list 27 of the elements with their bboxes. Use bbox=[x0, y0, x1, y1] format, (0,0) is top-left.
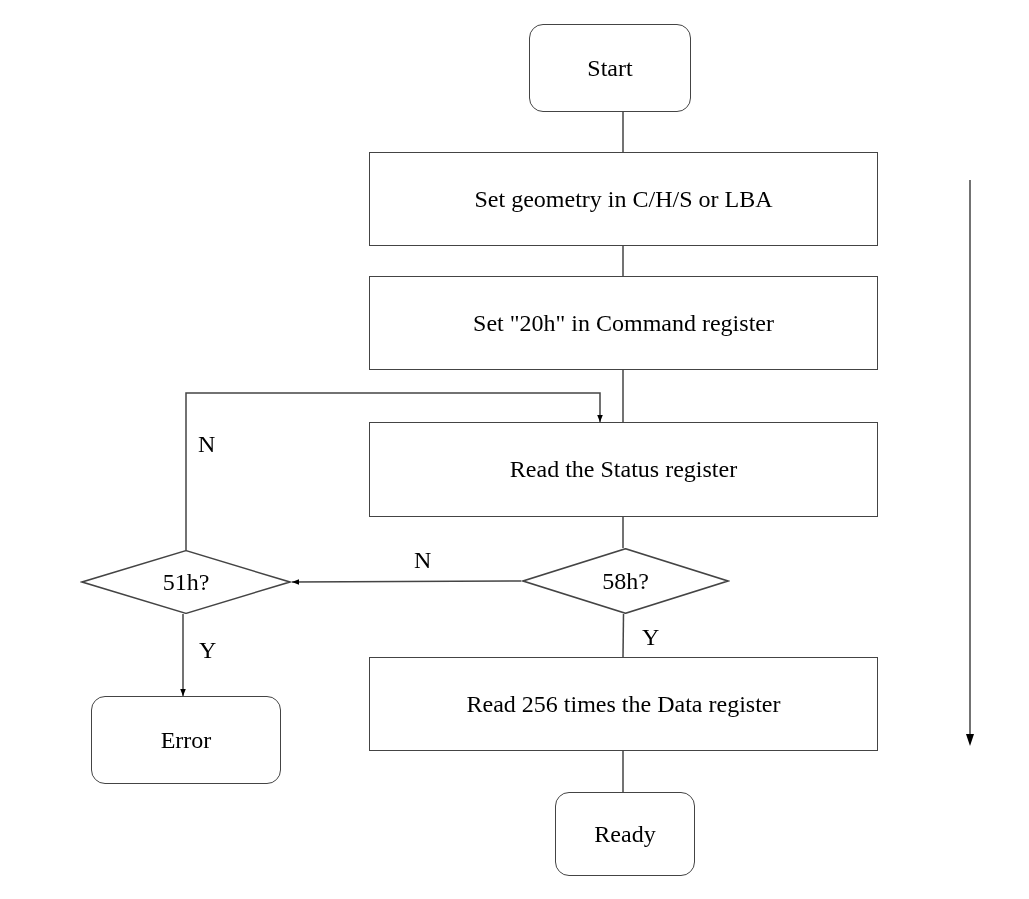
decision-diamond bbox=[521, 548, 730, 614]
process-box bbox=[369, 657, 878, 751]
connector-line bbox=[622, 516, 624, 549]
process-box bbox=[369, 276, 878, 370]
node-text: Set "20h" in Command register bbox=[473, 309, 774, 337]
arrow bbox=[180, 613, 186, 697]
connector-line bbox=[622, 369, 624, 423]
node-text: Set geometry in C/H/S or LBA bbox=[474, 185, 773, 213]
connector-line bbox=[622, 111, 624, 153]
terminal-box bbox=[555, 792, 695, 876]
node-text: Read the Status register bbox=[509, 456, 738, 483]
node-text: Read 256 times the Data register bbox=[466, 690, 781, 718]
connector-line bbox=[622, 750, 624, 793]
arrow bbox=[291, 579, 522, 585]
arrow bbox=[185, 392, 603, 551]
node-text: Ready bbox=[594, 820, 656, 848]
node-text: Start bbox=[587, 54, 633, 82]
terminal-box bbox=[91, 696, 281, 784]
node-text: 58h? bbox=[602, 567, 649, 595]
node-text: Error bbox=[160, 726, 212, 754]
terminal-box bbox=[529, 24, 691, 112]
connector-line bbox=[622, 245, 624, 277]
node-text: 51h? bbox=[162, 568, 210, 596]
connector-line bbox=[622, 613, 625, 658]
decision-diamond bbox=[80, 550, 292, 614]
process-box bbox=[369, 152, 878, 246]
process-box bbox=[369, 422, 878, 517]
